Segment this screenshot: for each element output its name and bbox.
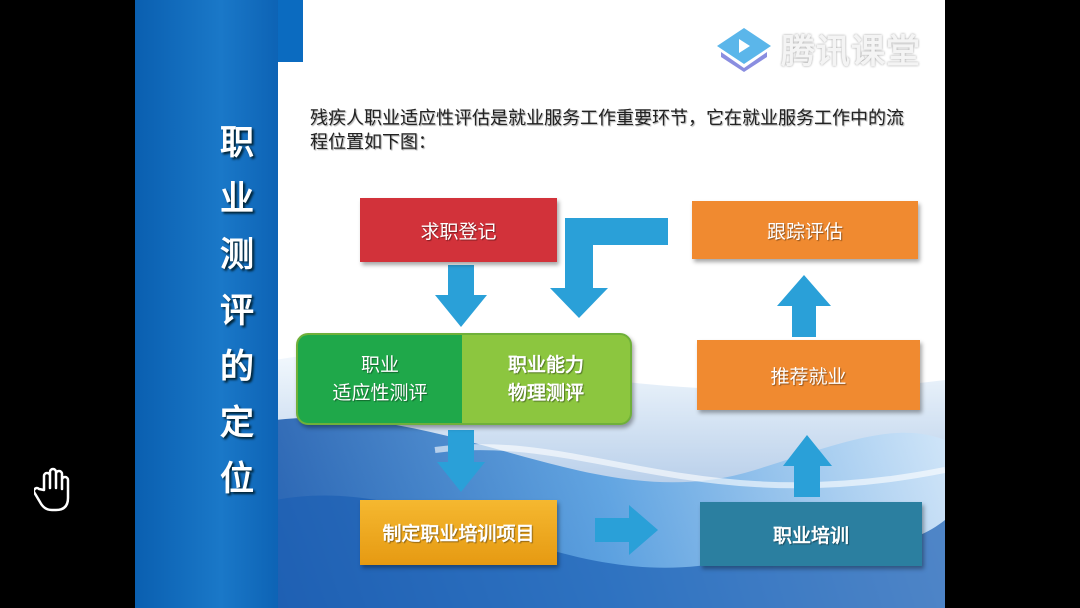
logo: 腾讯课堂 [715,24,921,73]
intro-text: 残疾人职业适应性评估是就业服务工作重要环节，它在就业服务工作中的流程位置如下图： [310,108,904,153]
plan-training-box: 制定职业培训项目 [360,500,557,565]
side-title-char: 位 [220,459,254,499]
aptitude-label: 适应性测评 [332,382,428,404]
side-title-char: 职 [220,123,254,163]
side-title-char: 定 [220,403,254,443]
arrow-elbow-down-icon [550,218,668,318]
hand-cursor-icon[interactable] [32,466,76,518]
aptitude-label: 职业 [360,354,399,376]
side-title-char: 业 [220,179,254,219]
side-panel: 职 业 测 评 的 定 位 [135,0,278,608]
side-title-char: 测 [220,235,254,275]
arrow-right-icon [595,505,658,555]
recommend-box: 推荐就业 [697,340,920,410]
arrow-down-icon [437,430,485,492]
arrow-down-icon [435,265,487,327]
side-title-char: 的 [220,347,254,387]
training-box: 职业培训 [700,502,922,566]
track-eval-box: 跟踪评估 [692,201,918,259]
logo-play-icon [717,27,771,72]
logo-text: 腾讯课堂 [781,32,921,72]
ability-label: 职业能力 [507,354,584,376]
aptitude-assessment: 职业 适应性测评 [298,335,462,423]
job-register-box: 求职登记 [360,198,557,262]
slide: 职 业 测 评 的 定 位 腾讯课堂 残疾人职业适应性评估是就业服务工作重要环节… [135,0,945,608]
ability-assessment: 职业能力 物理测评 [462,335,630,423]
arrow-up-icon [783,435,832,497]
ability-label: 物理测评 [507,382,584,404]
arrow-up-icon [777,275,831,337]
side-title: 职 业 测 评 的 定 位 [215,118,259,504]
side-title-char: 评 [220,291,254,331]
assessment-box: 职业 适应性测评 职业能力 物理测评 [296,333,632,425]
corner-accent [278,0,303,62]
